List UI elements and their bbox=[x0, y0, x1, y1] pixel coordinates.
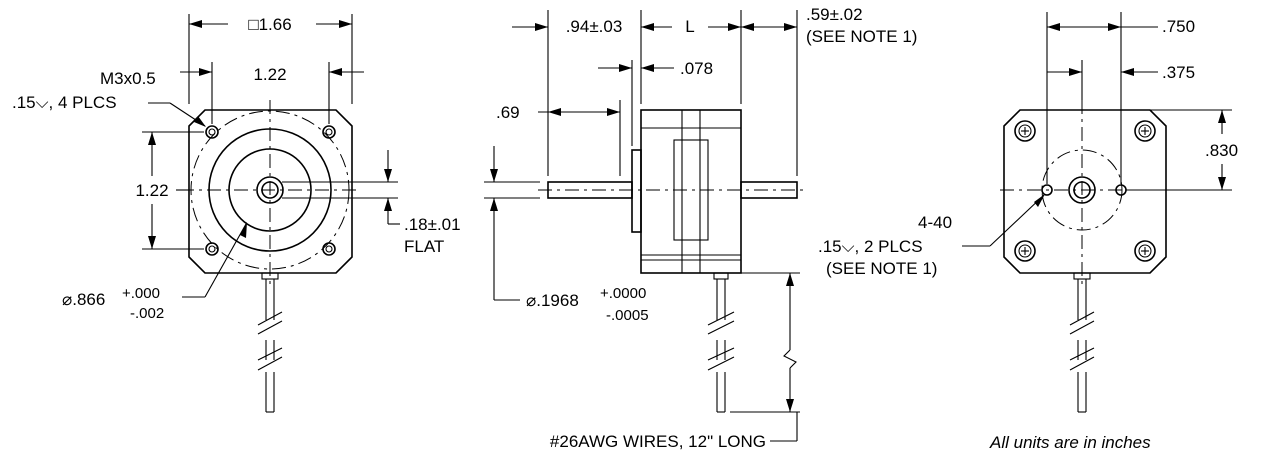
units-note: All units are in inches bbox=[989, 433, 1151, 452]
dim-flat-label: FLAT bbox=[404, 237, 444, 256]
dim-hole-spacing-v: 1.22 bbox=[135, 181, 168, 200]
dim-flat: .18±.01 bbox=[404, 215, 461, 234]
dim-front-shaft: .94±.03 bbox=[566, 17, 623, 36]
rear-hole-left bbox=[1041, 184, 1053, 196]
rear-screws bbox=[1014, 120, 1156, 262]
dim-rear-c: .830 bbox=[1205, 141, 1238, 160]
callout-pilot-dia: ⌀.866 bbox=[62, 290, 105, 309]
callout-rear-thread: 4-40 bbox=[918, 213, 952, 232]
rear-view: .750 .375 .830 4-40 .15⌵, 2 PLCS (SEE NO… bbox=[818, 12, 1238, 413]
dim-wires: #26AWG WIRES, 12" LONG bbox=[550, 432, 766, 451]
dim-shaft-tol-upper: +.0000 bbox=[600, 285, 646, 302]
dim-shaft-tol-lower: -.0005 bbox=[606, 307, 649, 324]
dim-rear-shaft: .59±.02 bbox=[806, 5, 863, 24]
callout-pilot-tol-lower: -.002 bbox=[130, 305, 164, 322]
rear-body-outline bbox=[1003, 109, 1167, 274]
dim-rear-a: .750 bbox=[1162, 17, 1195, 36]
callout-rear-depth: .15⌵, 2 PLCS bbox=[818, 237, 923, 256]
callout-rear-note: (SEE NOTE 1) bbox=[826, 259, 937, 278]
front-mount-holes bbox=[205, 125, 336, 256]
dim-body-length: L bbox=[685, 17, 694, 36]
rear-wires bbox=[1069, 279, 1095, 413]
side-pilot bbox=[631, 149, 642, 233]
dim-rear-note: (SEE NOTE 1) bbox=[806, 27, 917, 46]
side-body bbox=[640, 109, 742, 274]
dim-rear-b: .375 bbox=[1162, 63, 1195, 82]
front-view: □1.66 1.22 1.22 M3x0.5 .15⌵, 4 PLCS ⌀.86… bbox=[12, 14, 461, 413]
front-body-outline bbox=[188, 109, 353, 274]
dim-frame-size: □1.66 bbox=[248, 15, 291, 34]
side-view: .94±.03 L .59±.02 (SEE NOTE 1) .078 .69 … bbox=[484, 5, 917, 451]
callout-pilot-tol-upper: +.000 bbox=[122, 285, 160, 302]
dim-shaft-dia: ⌀.1968 bbox=[526, 291, 579, 310]
callout-mount-thread: M3x0.5 bbox=[100, 69, 156, 88]
callout-mount-depth: .15⌵, 4 PLCS bbox=[12, 93, 117, 112]
side-wires bbox=[707, 279, 735, 413]
dim-flat-length: .69 bbox=[496, 103, 520, 122]
front-wires bbox=[257, 279, 283, 413]
dim-hole-spacing-h: 1.22 bbox=[253, 65, 286, 84]
dim-pilot-height: .078 bbox=[680, 59, 713, 78]
